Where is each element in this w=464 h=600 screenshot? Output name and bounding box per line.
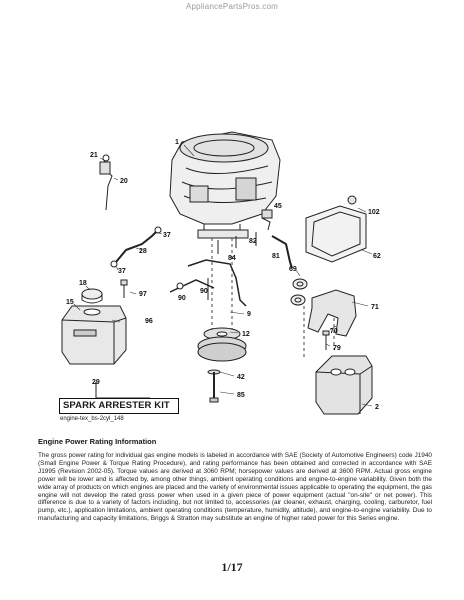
heat-shield-part	[305, 195, 367, 263]
callout-29: 29	[92, 379, 100, 386]
fuel-cap-part	[81, 288, 103, 304]
callout-37-bottom: 37	[118, 268, 126, 275]
callout-79: 79	[333, 345, 341, 352]
callout-70: 70	[330, 328, 338, 335]
fuel-tank-bracket-part	[95, 382, 150, 399]
breather-tube-part	[271, 235, 293, 269]
callout-12: 12	[242, 331, 250, 338]
fuel-line-9-part	[187, 259, 247, 307]
exhaust-pipe-part	[307, 289, 357, 337]
callout-96: 96	[145, 318, 153, 325]
callout-90-upper: 90	[200, 288, 208, 295]
bolt-part	[207, 369, 221, 403]
callout-62: 62	[373, 253, 381, 260]
section-title: Engine Power Rating Information	[38, 437, 157, 446]
section-body: The gross power rating for individual ga…	[38, 452, 433, 523]
screws-part	[217, 209, 273, 254]
bracket-90-part	[169, 278, 215, 300]
fuel-line-part	[110, 226, 162, 268]
callout-97: 97	[139, 291, 147, 298]
callout-71: 71	[371, 304, 379, 311]
callout-81: 81	[272, 253, 280, 260]
callout-84: 84	[228, 255, 236, 262]
callout-37-top: 37	[163, 232, 171, 239]
callout-2: 2	[375, 404, 379, 411]
watermark: AppliancePartsPros.com	[186, 2, 278, 11]
page-number: 1/17	[221, 560, 243, 574]
diagram-id: engine-tex_bs-2cyl_148	[60, 416, 124, 422]
fuel-tank-part	[61, 305, 127, 365]
callout-85: 85	[237, 392, 245, 399]
pulley-part	[197, 327, 247, 362]
engine-part	[169, 131, 281, 239]
callout-1: 1	[175, 139, 179, 146]
screw-79-part	[322, 330, 330, 350]
parts-diagram: 1 21 20 45 102 37 82 28 84 81 62 37 69 1…	[61, 131, 381, 415]
throttle-control-part	[99, 154, 113, 211]
callout-102: 102	[368, 209, 380, 216]
spark-arrester-kit-label: SPARK ARRESTER KIT	[59, 398, 179, 414]
callout-45: 45	[274, 203, 282, 210]
muffler-part	[315, 355, 373, 415]
callout-42: 42	[237, 374, 245, 381]
callout-9: 9	[247, 311, 251, 318]
callout-21: 21	[90, 152, 98, 159]
gasket-part	[290, 278, 308, 306]
callout-20: 20	[120, 178, 128, 185]
callout-90-lower: 90	[178, 295, 186, 302]
callout-69: 69	[289, 266, 297, 273]
callout-82: 82	[249, 238, 257, 245]
callout-18: 18	[79, 280, 87, 287]
screw-97-part	[120, 279, 128, 298]
callout-15: 15	[66, 299, 74, 306]
callout-28: 28	[139, 248, 147, 255]
